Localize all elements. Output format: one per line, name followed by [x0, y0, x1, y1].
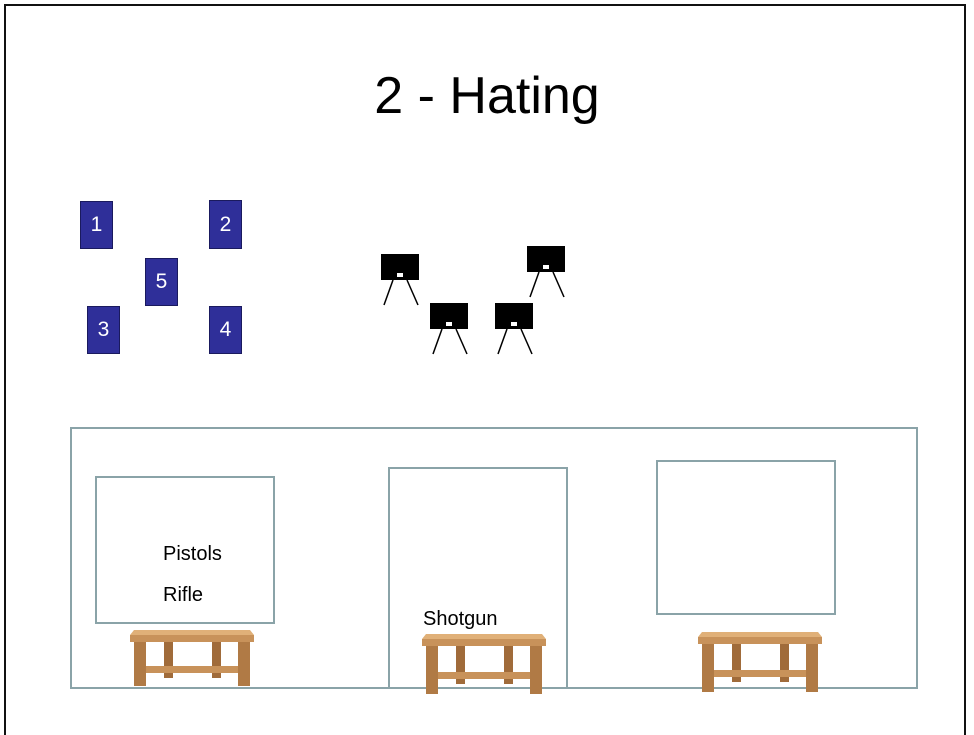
wooden-table-icon: [696, 628, 824, 694]
bay-1-label-pistols: Pistols: [163, 543, 222, 566]
shooting-position-1: 1: [80, 201, 113, 249]
steel-target-icon: [429, 302, 471, 356]
bay-3-outline: [656, 460, 836, 615]
steel-target-icon: [380, 253, 422, 307]
bay-1-label-rifle: Rifle: [163, 584, 203, 607]
slide-title: 2 - Hating: [0, 70, 974, 122]
shooting-position-4: 4: [209, 306, 242, 354]
wooden-table-icon: [420, 630, 548, 696]
shooting-position-3: 3: [87, 306, 120, 354]
steel-target-icon: [494, 302, 536, 356]
bay-2-label-shotgun: Shotgun: [423, 608, 498, 631]
steel-target-icon: [526, 245, 568, 299]
shooting-position-5: 5: [145, 258, 178, 306]
wooden-table-icon: [128, 622, 256, 688]
shooting-position-2: 2: [209, 200, 242, 249]
